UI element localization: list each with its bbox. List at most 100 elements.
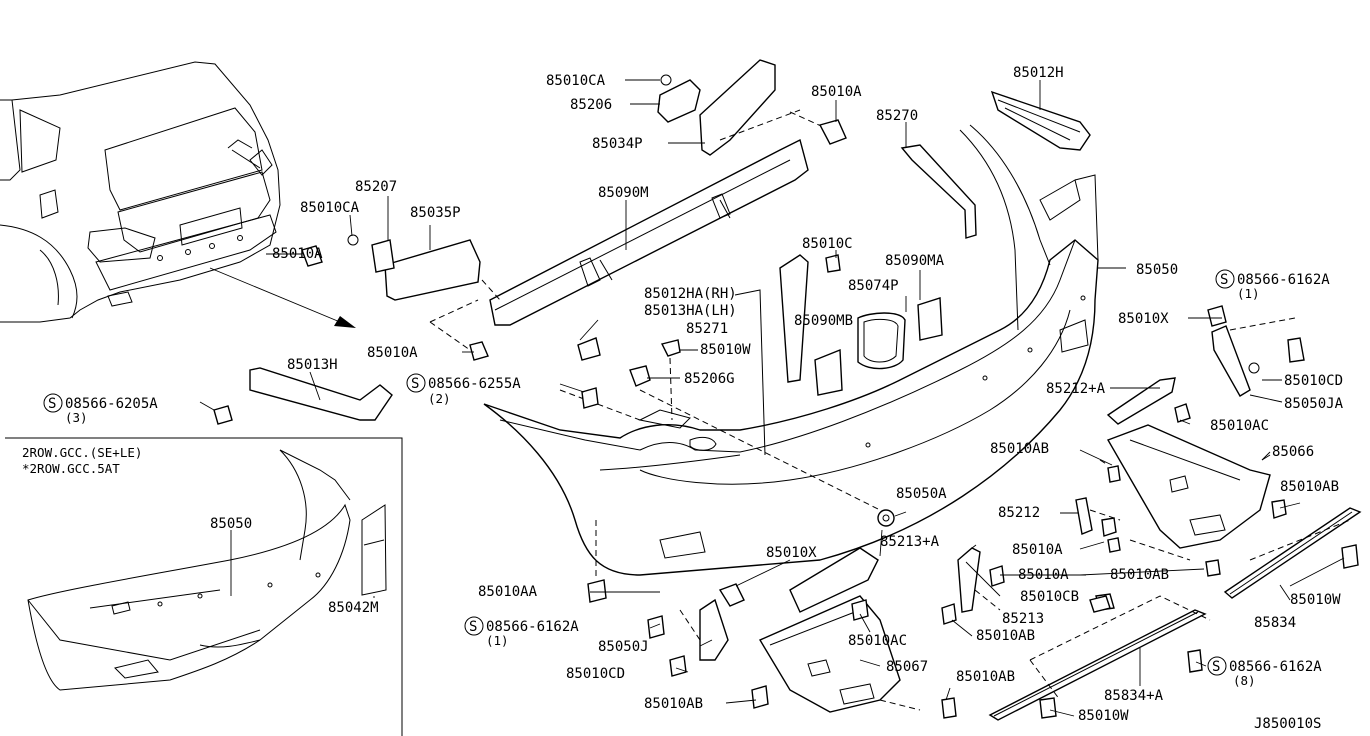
part-label: 85010W [700,342,751,358]
cover-85066 [1099,424,1287,577]
part-label: 85010A [272,246,323,262]
part-label: 85834+A [1104,688,1164,704]
part-label: 85010AB [1280,479,1339,495]
screw-symbols: S S S S S [43,269,1235,676]
part-qty: (8) [1233,673,1256,688]
part-label: 85206G [684,371,735,387]
part-label: 85010CA [300,200,360,216]
part-label: 85010A [367,345,418,361]
svg-text:S: S [469,619,477,635]
part-label: 85010C [802,236,853,252]
part-label: 85213 [1002,611,1044,627]
leader-lines [266,253,1345,717]
part-label: 85050JA [1284,396,1344,412]
part-label: 85067 [886,659,928,675]
part-label: 85012H [1013,65,1064,81]
inset-variant-box [5,437,403,736]
part-qty: (1) [1237,286,1260,301]
bracket-85212A [1106,377,1191,425]
strip-85270 [900,122,977,239]
strip-85834 [1223,507,1362,599]
screw-symbol-icon: S [406,373,426,393]
part-label: 85010AB [976,628,1035,644]
part-label: 85066 [1272,444,1314,460]
bracket-85013H [199,367,599,425]
part-label: 85013HA(LH) [644,303,737,319]
part-label: 85212 [998,505,1040,521]
screw-symbol-icon: S [43,393,63,413]
part-label: 85010X [1118,311,1169,327]
part-label: 85035P [410,205,461,221]
svg-text:S: S [1212,659,1220,675]
part-qty: (3) [65,410,88,425]
inset-labels: 2ROW.GCC.(SE+LE) *2ROW.GCC.5AT 85050 850… [22,445,379,616]
bracket-85035P [301,196,501,361]
part-label: 85010AB [990,441,1049,457]
screw-symbol-icon: S [1207,656,1227,676]
part-label: 85212+A [1046,381,1106,397]
reinforcement-85090M [489,138,809,326]
part-label: 85834 [1254,615,1296,631]
spoiler-85012H [990,80,1091,151]
part-label: 85010X [766,545,817,561]
svg-text:S: S [1220,272,1228,288]
part-label: 85010AC [1210,418,1269,434]
bracket-85271 [779,250,841,383]
clip-85010CB [1089,595,1111,613]
part-qty: (2) [428,391,451,406]
part-label: 85010AB [644,696,703,712]
strip-85834A [941,593,1211,721]
part-label: 85010AB [956,669,1015,685]
part-label: 08566-6255A [428,376,521,392]
part-label: 85010A [811,84,862,100]
part-qty: (1) [486,633,509,648]
part-label: 85206 [570,97,612,113]
screw-symbol-icon: S [1215,269,1235,289]
inset-note-line2: *2ROW.GCC.5AT [22,461,120,476]
part-label: 85050J [598,639,649,655]
clip-85012HA-85206G [559,319,881,511]
part-label: 85050 [1136,262,1178,278]
bumper-fascia-85050 [483,124,1126,576]
part-label: 85213+A [880,534,940,550]
part-label: 85271 [686,321,728,337]
vehicle-rear-illustration [0,61,356,328]
cover-85067 [587,520,921,713]
part-label: 85010AA [478,584,538,600]
part-label: 85050A [896,486,947,502]
part-label: 08566-6162A [1229,659,1322,675]
bracket-85212 [1075,497,1121,553]
part-label: 85010W [1078,708,1129,724]
part-label: 85010AC [848,633,907,649]
part-label: 85010AB [1110,567,1169,583]
part-label: 08566-6162A [486,619,579,635]
svg-text:S: S [48,396,56,412]
inset-note-line1: 2ROW.GCC.(SE+LE) [22,445,142,460]
part-label: 85010CB [1020,589,1079,605]
fastener-85050A [877,509,895,527]
part-label: 85010A [1018,567,1069,583]
part-label: 85010A [1012,542,1063,558]
part-label: 85270 [876,108,918,124]
part-label: 85090M [598,185,649,201]
bracket-85213 [941,544,1005,625]
diagram-code: J850010S [1254,716,1321,732]
part-label: 85012HA(RH) [644,286,737,302]
part-labels: 85010CA 85206 85034P 85010A 85012H 85270… [65,65,1344,724]
part-label: 85207 [355,179,397,195]
bracket-85034P-85206 [625,59,847,156]
bracket-85050JA [1207,305,1305,403]
part-label: 85010W [1290,592,1341,608]
part-label: 85010CD [1284,373,1343,389]
part-label: 85034P [592,136,643,152]
part-label: 85074P [848,278,899,294]
part-label: 85013H [287,357,338,373]
svg-text:S: S [411,376,419,392]
pads-85090MA-85074P-85090MB [814,270,943,396]
part-label: 85090MB [794,313,853,329]
inset-part-label: 85050 [210,516,252,532]
part-label: 08566-6205A [65,396,158,412]
part-label: 08566-6162A [1237,272,1330,288]
inset-part-label: 85042M [328,600,379,616]
